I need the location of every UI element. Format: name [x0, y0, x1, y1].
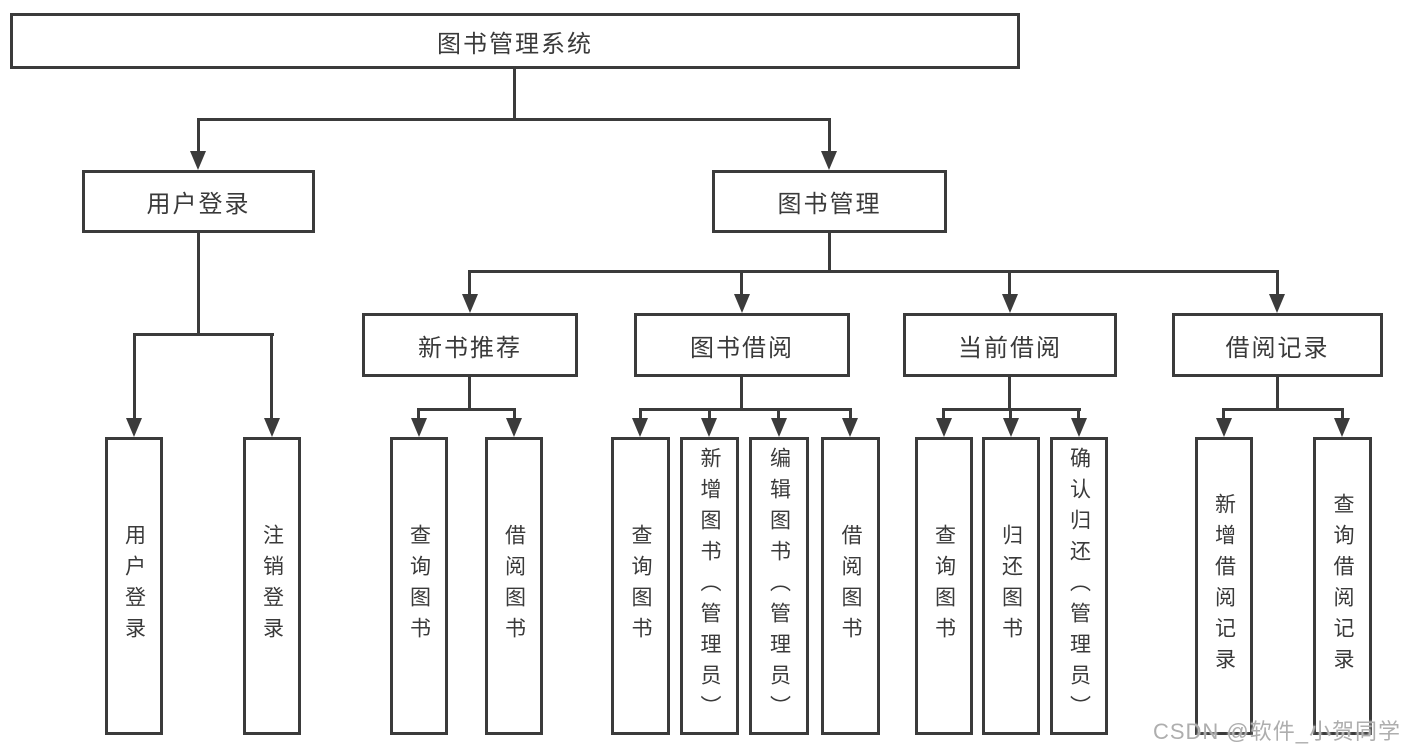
node-label: 图书借阅 [690, 334, 794, 362]
node-label: 图书管理系统 [437, 30, 593, 58]
connector-leaf-drop [942, 408, 945, 422]
node-current-borrow: 当前借阅 [903, 313, 1117, 377]
leaf-borrow-edit-books-admin: 编辑图书（管理员） [749, 437, 809, 735]
arrow-down-icon [701, 418, 717, 437]
connector-userlogin-stem [197, 233, 200, 333]
leaf-current-return-books: 归还图书 [982, 437, 1040, 735]
arrow-down-icon [771, 418, 787, 437]
leaf-label: 注销登录 [260, 524, 284, 648]
node-label: 新书推荐 [418, 334, 522, 362]
connector-bookmgmt-hbar [468, 270, 1279, 273]
connector-root-hbar [197, 118, 831, 121]
leaf-label: 查询图书 [407, 524, 431, 648]
leaf-label: 归还图书 [999, 524, 1023, 648]
node-book-borrow: 图书借阅 [634, 313, 850, 377]
node-label: 图书管理 [777, 191, 882, 218]
arrow-down-icon [734, 294, 750, 313]
leaf-label: 编辑图书（管理员） [767, 446, 791, 726]
leaf-records-query-record: 查询借阅记录 [1313, 437, 1372, 735]
leaf-label: 借阅图书 [839, 524, 862, 648]
connector-currentborrow-stem [1008, 377, 1011, 408]
node-book-management: 图书管理 [712, 170, 947, 233]
connector-leaf-drop [1222, 408, 1225, 422]
connector-root-stem [513, 69, 516, 121]
leaf-label: 确认归还（管理员） [1067, 446, 1091, 726]
connector-leaf-drop [1341, 408, 1344, 422]
leaf-label: 查询图书 [932, 524, 956, 648]
leaf-label: 新增借阅记录 [1212, 493, 1236, 679]
connector-to-book-mgmt [828, 118, 831, 156]
connector-leaf-drop [849, 408, 852, 422]
connector-bookborrow-hbar [639, 408, 852, 411]
leaf-records-add-record: 新增借阅记录 [1195, 437, 1253, 735]
connector-leaf-drop [708, 408, 711, 422]
leaf-borrow-query-books: 查询图书 [611, 437, 670, 735]
arrow-down-icon [1003, 418, 1019, 437]
arrow-down-icon [1216, 418, 1232, 437]
arrow-down-icon [1269, 294, 1285, 313]
csdn-watermark: CSDN @软件_小贺同学 [1152, 719, 1401, 744]
node-user-login: 用户登录 [82, 170, 315, 233]
connector-to-book-borrow [740, 270, 743, 297]
node-label: 用户登录 [146, 191, 251, 218]
arrow-down-icon [264, 418, 280, 437]
arrow-down-icon [1334, 418, 1350, 437]
connector-bookborrow-stem [740, 377, 743, 408]
leaf-logout: 注销登录 [243, 437, 301, 735]
connector-to-login-leaf [133, 333, 136, 421]
connector-newbook-stem [468, 377, 471, 408]
connector-userlogin-hbar [133, 333, 274, 336]
node-borrow-records: 借阅记录 [1172, 313, 1383, 377]
connector-records-hbar [1222, 408, 1344, 411]
arrow-down-icon [126, 418, 142, 437]
arrow-down-icon [1002, 294, 1018, 313]
arrow-down-icon [842, 418, 858, 437]
connector-leaf-drop [417, 408, 420, 422]
node-label: 借阅记录 [1225, 334, 1330, 362]
connector-records-stem [1276, 377, 1279, 408]
connector-to-new-book [468, 270, 471, 297]
arrow-down-icon [411, 418, 427, 437]
arrow-down-icon [190, 151, 206, 170]
leaf-borrow-add-books-admin: 新增图书（管理员） [680, 437, 739, 735]
leaf-borrow-borrow-books: 借阅图书 [821, 437, 880, 735]
node-label: 当前借阅 [958, 334, 1062, 362]
leaf-user-login: 用户登录 [105, 437, 163, 735]
connector-to-logout-leaf [270, 333, 273, 421]
connector-to-borrow-records [1276, 270, 1279, 297]
arrow-down-icon [462, 294, 478, 313]
connector-bookmgmt-stem [828, 233, 831, 270]
arrow-down-icon [632, 418, 648, 437]
leaf-label: 借阅图书 [502, 524, 526, 648]
arrow-down-icon [936, 418, 952, 437]
arrow-down-icon [506, 418, 522, 437]
node-library-system: 图书管理系统 [10, 13, 1020, 69]
connector-leaf-drop [1077, 408, 1080, 422]
connector-to-user-login [197, 118, 200, 156]
connector-leaf-drop [777, 408, 780, 422]
connector-to-current-borrow [1008, 270, 1011, 297]
arrow-down-icon [821, 151, 837, 170]
connector-leaf-drop [639, 408, 642, 422]
connector-leaf-drop [1009, 408, 1012, 422]
arrow-down-icon [1071, 418, 1087, 437]
leaf-current-confirm-return-admin: 确认归还（管理员） [1050, 437, 1108, 735]
connector-newbook-hbar [417, 408, 516, 411]
leaf-current-query-books: 查询图书 [915, 437, 973, 735]
leaf-label: 查询图书 [629, 524, 652, 648]
leaf-label: 用户登录 [122, 524, 146, 648]
node-new-book-recommend: 新书推荐 [362, 313, 578, 377]
connector-leaf-drop [513, 408, 516, 422]
leaf-newbook-borrow-books: 借阅图书 [485, 437, 543, 735]
leaf-newbook-query-books: 查询图书 [390, 437, 448, 735]
leaf-label: 新增图书（管理员） [698, 446, 721, 726]
leaf-label: 查询借阅记录 [1331, 493, 1354, 679]
